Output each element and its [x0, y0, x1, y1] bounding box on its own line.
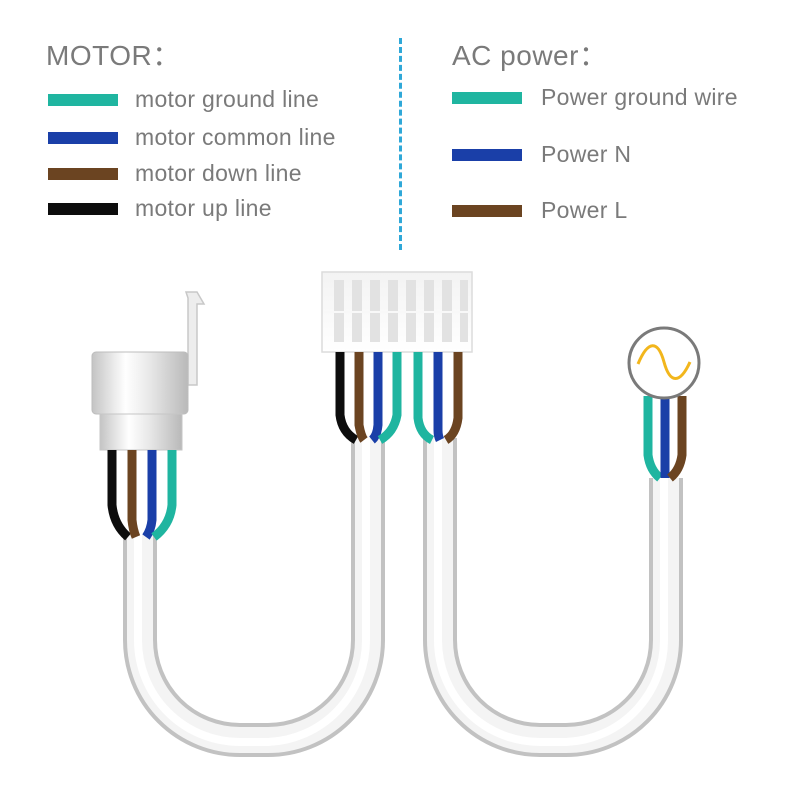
power-ground-swatch: [452, 91, 522, 104]
motor-ground-swatch: [48, 93, 118, 106]
motor-common-label: motor common line: [135, 124, 336, 150]
motor-plug-wires: [107, 450, 177, 541]
power-ground-label: Power ground wire: [541, 84, 738, 110]
legend-divider: [399, 38, 402, 250]
left-cable: [123, 438, 385, 757]
power-n-swatch: [452, 148, 522, 161]
motor-legend-item-ground: motor ground line: [48, 86, 319, 113]
ac-source: [627, 326, 701, 482]
power-legend-item-ground: Power ground wire: [452, 84, 738, 111]
multi-pin-connector: [321, 271, 473, 445]
right-cable: [423, 438, 683, 757]
motor-up-swatch: [48, 202, 118, 215]
sine-wave-icon: [636, 344, 692, 380]
motor-legend-item-down: motor down line: [48, 160, 302, 187]
power-legend-title: AC power：: [452, 40, 608, 71]
motor-down-swatch: [48, 167, 118, 180]
motor-common-swatch: [48, 131, 118, 144]
power-l-label: Power L: [541, 197, 628, 223]
motor-plug: [91, 291, 206, 541]
connector-motor-wires: [335, 352, 402, 444]
power-legend-item-l: Power L: [452, 197, 627, 224]
motor-legend-title: MOTOR：: [46, 40, 181, 71]
motor-legend-item-up: motor up line: [48, 195, 272, 222]
motor-down-label: motor down line: [135, 160, 302, 186]
motor-legend-item-common: motor common line: [48, 124, 336, 151]
motor-up-label: motor up line: [135, 195, 272, 221]
power-l-swatch: [452, 204, 522, 217]
power-n-label: Power N: [541, 141, 632, 167]
motor-ground-label: motor ground line: [135, 86, 320, 112]
power-legend-item-n: Power N: [452, 141, 631, 168]
ac-source-wires: [643, 396, 687, 482]
connector-power-wires: [413, 352, 463, 445]
